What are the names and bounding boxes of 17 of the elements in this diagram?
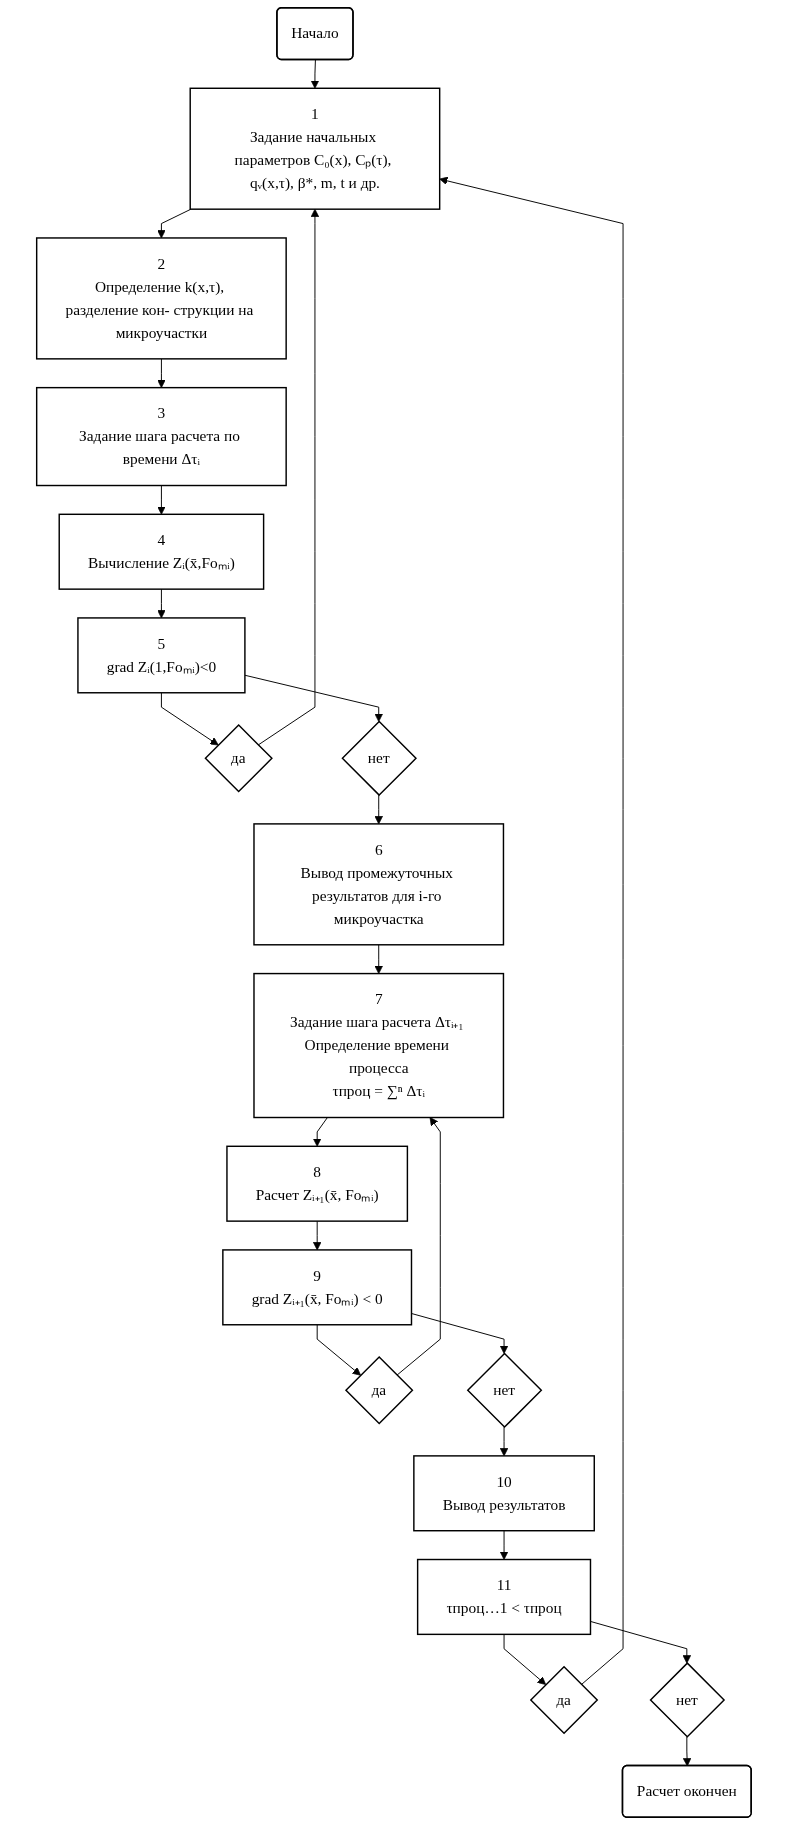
- node-box: 2 Определение k(x,τ), разделение кон- струкции на микроучастки: [35, 237, 287, 360]
- node-box: 7 Задание шага расчета Δτᵢ₊₁ Определение времени процесса τпроц = ∑ⁿ Δτᵢ: [252, 972, 504, 1119]
- node-box: 5 grad Zᵢ(1,Foₘᵢ)<0: [76, 617, 246, 694]
- node-diamond: нет: [466, 1352, 542, 1429]
- node-box: 4 Вычисление Zᵢ(x̄,Foₘᵢ): [58, 513, 264, 590]
- node-diamond: да: [204, 724, 273, 793]
- node-diamond: да: [529, 1665, 598, 1735]
- node-box: 11 τпроц…1 < τпроц: [416, 1558, 591, 1636]
- node-box: 3 Задание шага расчета по времени Δτᵢ: [35, 386, 287, 487]
- node-box: 1 Задание начальных параметров C₀(x), Cₚ(τ), qᵥ(x,τ), β*, m, t и др.: [189, 87, 440, 210]
- node-box: 8 Расчет Zᵢ₊₁(x̄, Foₘᵢ): [225, 1145, 408, 1222]
- node-diamond: нет: [340, 720, 417, 797]
- node-box: 6 Вывод промежуточных результатов для i-го микроучастка: [252, 823, 504, 946]
- node-box: 10 Вывод результатов: [412, 1455, 595, 1532]
- node-diamond: нет: [649, 1662, 725, 1738]
- node-box: 9 grad Zᵢ₊₁(x̄, Foₘᵢ) < 0: [221, 1249, 412, 1326]
- node-diamond: да: [344, 1356, 413, 1425]
